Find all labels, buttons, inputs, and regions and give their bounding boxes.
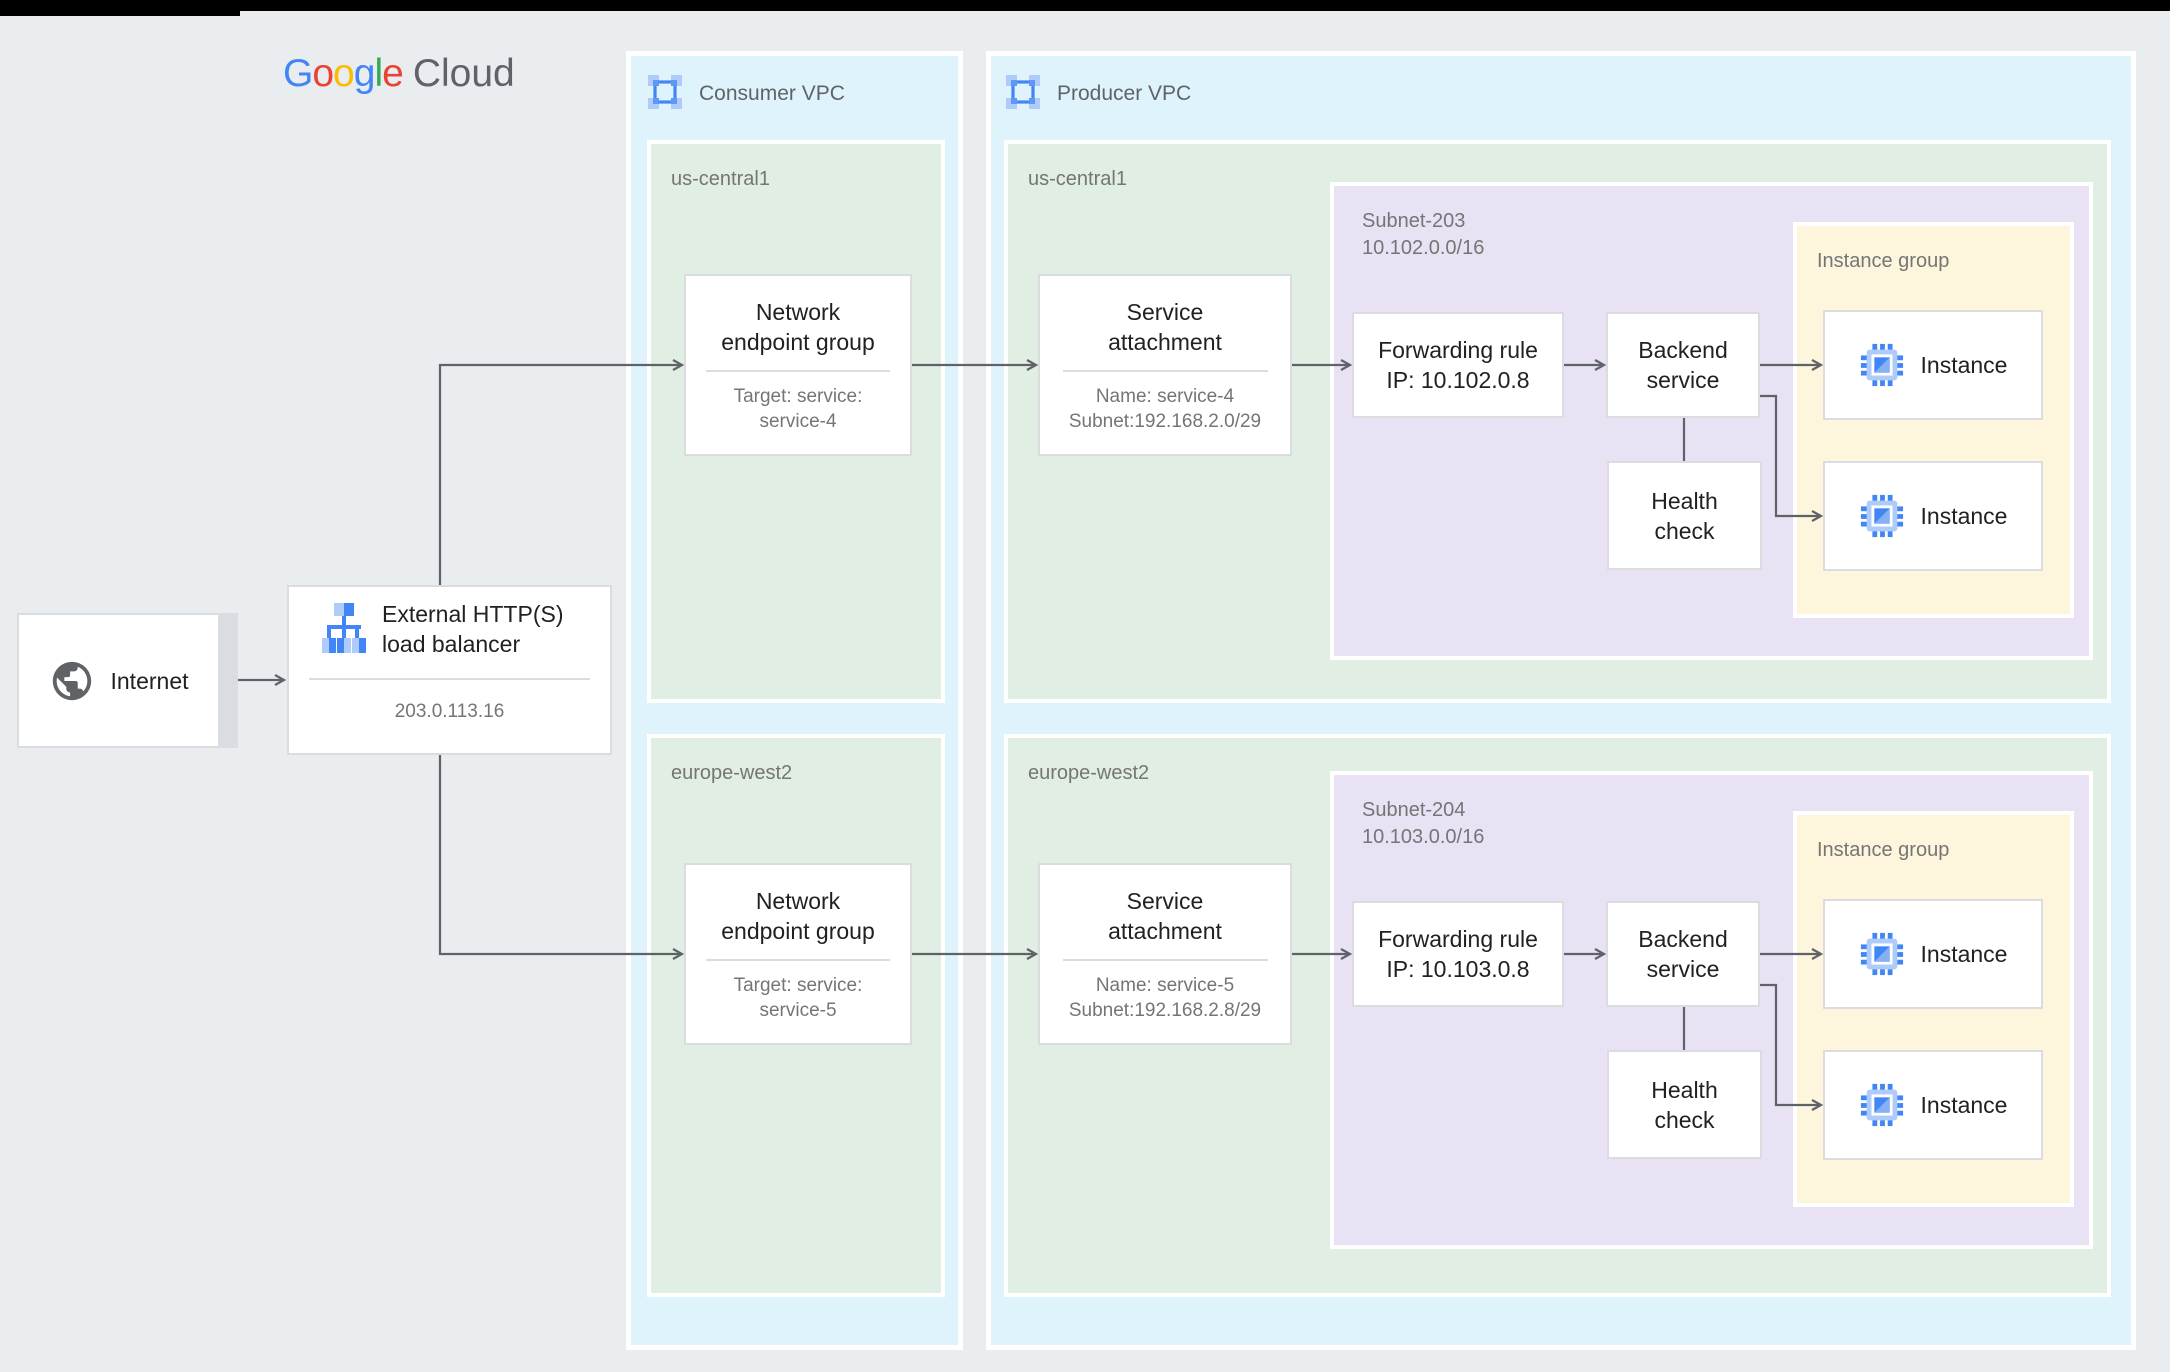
backend-service-line: Backend [1638, 926, 1728, 952]
service-attachment-subtitle: Name: service-5 Subnet:192.168.2.8/29 [1069, 973, 1261, 1023]
health-check-2: Health check [1607, 1050, 1762, 1159]
subnet-cidr: 10.103.0.0/16 [1362, 826, 1485, 848]
logo-letter: g [353, 52, 376, 95]
neg-title: Network endpoint group [721, 297, 874, 357]
neg-subtitle-line: Target: service: [733, 385, 863, 407]
internet-node: Internet [17, 613, 220, 748]
service-attachment-divider [1062, 369, 1268, 372]
neg-title: Network endpoint group [721, 886, 874, 946]
load-balancer-title-line: External HTTP(S) [382, 601, 564, 627]
health-check-1: Health check [1607, 461, 1762, 570]
sa-subtitle-line: Name: service-5 [1095, 974, 1235, 996]
instance-label: Instance [1920, 941, 2008, 967]
service-attachment-title: Service attachment [1108, 886, 1222, 946]
sa-subtitle-line: Subnet:192.168.2.8/29 [1068, 999, 1262, 1021]
region-label: us-central1 [1028, 168, 1127, 190]
neg-title-line: Network [755, 298, 841, 325]
network-endpoint-group-2: Network endpoint group Target: service: … [684, 863, 912, 1045]
sa-title-line: Service [1126, 887, 1204, 914]
consumer-vpc-label: Consumer VPC [699, 82, 845, 105]
vpc-icon [647, 74, 683, 110]
neg-subtitle: Target: service: service-5 [734, 973, 863, 1023]
instance-label: Instance [1920, 503, 2008, 529]
backend-service-2: Backend service [1606, 901, 1760, 1007]
logo-letter: e [382, 52, 404, 95]
sa-subtitle-line: Name: service-4 [1095, 385, 1235, 407]
sa-title-line: attachment [1108, 917, 1222, 944]
forwarding-rule-line: Forwarding rule [1378, 926, 1538, 952]
instance-group-label: Instance group [1817, 250, 1950, 272]
logo-letter: o [312, 52, 334, 95]
instance-2b: Instance [1823, 1050, 2043, 1160]
health-check-line: check [1654, 1106, 1715, 1133]
compute-instance-icon [1860, 1083, 1903, 1127]
top-black-bar-left [0, 0, 240, 16]
load-balancer-divider [309, 678, 590, 680]
vpc-icon [1005, 74, 1041, 110]
backend-service-line: service [1646, 367, 1720, 393]
region-label: europe-west2 [1028, 762, 1150, 784]
subnet-name: Subnet-203 [1362, 210, 1466, 232]
load-balancer-title: External HTTP(S) load balancer [382, 599, 563, 659]
subnet-label: Subnet-204 10.103.0.0/16 [1362, 797, 1484, 851]
instance-label: Instance [1920, 352, 2008, 378]
compute-instance-icon [1860, 932, 1903, 976]
forwarding-rule-1: Forwarding rule IP: 10.102.0.8 [1352, 312, 1564, 418]
load-balancer-title-line: load balancer [382, 631, 521, 657]
logo-letter: l [374, 52, 383, 95]
instance-1b: Instance [1823, 461, 2043, 571]
service-attachment-title: Service attachment [1108, 297, 1222, 357]
subnet-name: Subnet-204 [1362, 799, 1466, 821]
instance-2a: Instance [1823, 899, 2043, 1009]
service-attachment-1: Service attachment Name: service-4 Subne… [1038, 274, 1292, 456]
globe-icon [52, 661, 91, 700]
forwarding-rule-line: Forwarding rule [1378, 337, 1538, 363]
neg-subtitle-line: service-5 [759, 999, 837, 1021]
top-black-bar [0, 0, 2170, 11]
backend-service-line: Backend [1638, 337, 1728, 363]
instance-group-label: Instance group [1817, 839, 1950, 861]
health-check-line: check [1654, 517, 1715, 544]
compute-instance-icon [1860, 343, 1903, 387]
sa-subtitle-line: Subnet:192.168.2.0/29 [1068, 410, 1262, 432]
neg-title-line: Network [755, 887, 841, 914]
health-check-line: Health [1651, 487, 1718, 514]
neg-subtitle-line: service-4 [759, 410, 837, 432]
load-balancer-ip: 203.0.113.16 [394, 701, 505, 722]
forwarding-rule-line: IP: 10.102.0.8 [1386, 367, 1530, 393]
region-label: europe-west2 [671, 762, 793, 784]
load-balancer-node: External HTTP(S) load balancer 203.0.113… [287, 585, 612, 755]
logo-letter: o [333, 52, 355, 95]
load-balancer-icon [322, 603, 366, 653]
neg-divider [706, 369, 890, 372]
subnet-cidr: 10.102.0.0/16 [1362, 237, 1485, 259]
network-endpoint-group-1: Network endpoint group Target: service: … [684, 274, 912, 456]
sa-title-line: attachment [1108, 328, 1222, 355]
neg-subtitle-line: Target: service: [733, 974, 863, 996]
subnet-label: Subnet-203 10.102.0.0/16 [1362, 208, 1484, 262]
logo-letter: G [283, 52, 313, 95]
instance-1a: Instance [1823, 310, 2043, 420]
neg-title-line: endpoint group [721, 328, 875, 355]
forwarding-rule-line: IP: 10.103.0.8 [1386, 956, 1530, 982]
logo-cloud-text: Cloud [412, 52, 515, 95]
region-label: us-central1 [671, 168, 770, 190]
forwarding-rule-2: Forwarding rule IP: 10.103.0.8 [1352, 901, 1564, 1007]
sa-title-line: Service [1126, 298, 1204, 325]
neg-subtitle: Target: service: service-4 [734, 384, 863, 434]
health-check-line: Health [1651, 1076, 1718, 1103]
service-attachment-divider [1062, 958, 1268, 961]
service-attachment-subtitle: Name: service-4 Subnet:192.168.2.0/29 [1069, 384, 1261, 434]
compute-instance-icon [1860, 494, 1903, 538]
service-attachment-2: Service attachment Name: service-5 Subne… [1038, 863, 1292, 1045]
neg-divider [706, 958, 890, 961]
neg-title-line: endpoint group [721, 917, 875, 944]
internet-label: Internet [110, 667, 189, 694]
producer-vpc-label: Producer VPC [1057, 82, 1192, 105]
instance-label: Instance [1920, 1092, 2008, 1118]
backend-service-1: Backend service [1606, 312, 1760, 418]
backend-service-line: service [1646, 956, 1720, 982]
